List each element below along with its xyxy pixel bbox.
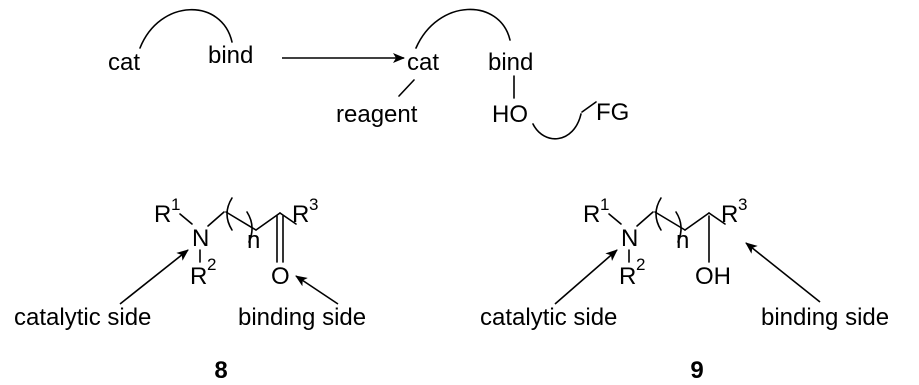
binding-side-arrow xyxy=(295,275,339,305)
fg-label: FG xyxy=(596,99,629,126)
r2-superscript: 2 xyxy=(207,255,216,274)
n-subscript: n xyxy=(676,227,689,254)
n-atom: N xyxy=(192,225,209,252)
chain-carbonyl-bond xyxy=(255,212,281,231)
tether-arc-left xyxy=(139,8,233,49)
chain-carbinol-bond xyxy=(684,212,710,231)
o-atom: O xyxy=(271,263,290,290)
bind-label-left: bind xyxy=(208,42,253,69)
r1-n-bond xyxy=(608,213,622,225)
r2-label: R xyxy=(619,263,636,290)
top-scheme-right: cat bind reagent HO FG xyxy=(336,8,629,140)
r3-superscript: 3 xyxy=(309,195,318,214)
r3-superscript: 3 xyxy=(738,195,747,214)
r1-superscript: 1 xyxy=(171,195,180,214)
top-scheme-left: cat bind xyxy=(108,8,253,76)
catalytic-side-label: catalytic side xyxy=(14,304,151,331)
fg-bond xyxy=(581,101,597,113)
chain-bond xyxy=(654,211,686,231)
compound-9: R 1 N R 2 n R 3 OH catalytic side bindin… xyxy=(480,195,889,384)
oh-label: OH xyxy=(695,263,731,290)
chain-bracket-left xyxy=(655,197,662,231)
r1-label: R xyxy=(583,201,600,228)
binding-side-arrow xyxy=(745,242,821,303)
cat-label-left: cat xyxy=(108,49,140,76)
r3-label: R xyxy=(721,201,738,228)
chain-bond xyxy=(225,211,257,231)
ho-fg-tether xyxy=(532,113,582,140)
catalytic-side-arrow xyxy=(554,249,618,305)
r1-label: R xyxy=(154,201,171,228)
n-ch2-bond xyxy=(207,211,225,227)
carbinol-r3-bond xyxy=(708,212,726,225)
chain-bracket-right xyxy=(246,211,253,243)
n-subscript: n xyxy=(247,227,260,254)
binding-side-label: binding side xyxy=(238,304,366,331)
r1-superscript: 1 xyxy=(600,195,609,214)
reagent-label: reagent xyxy=(336,101,418,128)
r1-n-bond xyxy=(179,213,193,225)
catalytic-side-arrow xyxy=(119,249,189,305)
r2-label: R xyxy=(190,263,207,290)
compound-number: 8 xyxy=(214,357,227,384)
ho-label: HO xyxy=(492,101,528,128)
compound-number: 9 xyxy=(690,357,703,384)
carbonyl-r3-bond xyxy=(279,212,297,225)
r2-superscript: 2 xyxy=(636,255,645,274)
catalytic-side-label: catalytic side xyxy=(480,304,617,331)
n-ch2-bond xyxy=(636,211,654,227)
chain-bracket-right xyxy=(675,211,682,243)
n-atom: N xyxy=(621,225,638,252)
bind-label-right: bind xyxy=(488,49,533,76)
cat-label-right: cat xyxy=(407,49,439,76)
binding-side-label: binding side xyxy=(761,304,889,331)
chain-bracket-left xyxy=(226,197,233,231)
compound-8: R 1 N R 2 n R 3 O catalytic side binding… xyxy=(14,195,366,384)
r3-label: R xyxy=(292,201,309,228)
reagent-bond xyxy=(398,79,415,97)
tether-arc-right xyxy=(415,8,511,49)
